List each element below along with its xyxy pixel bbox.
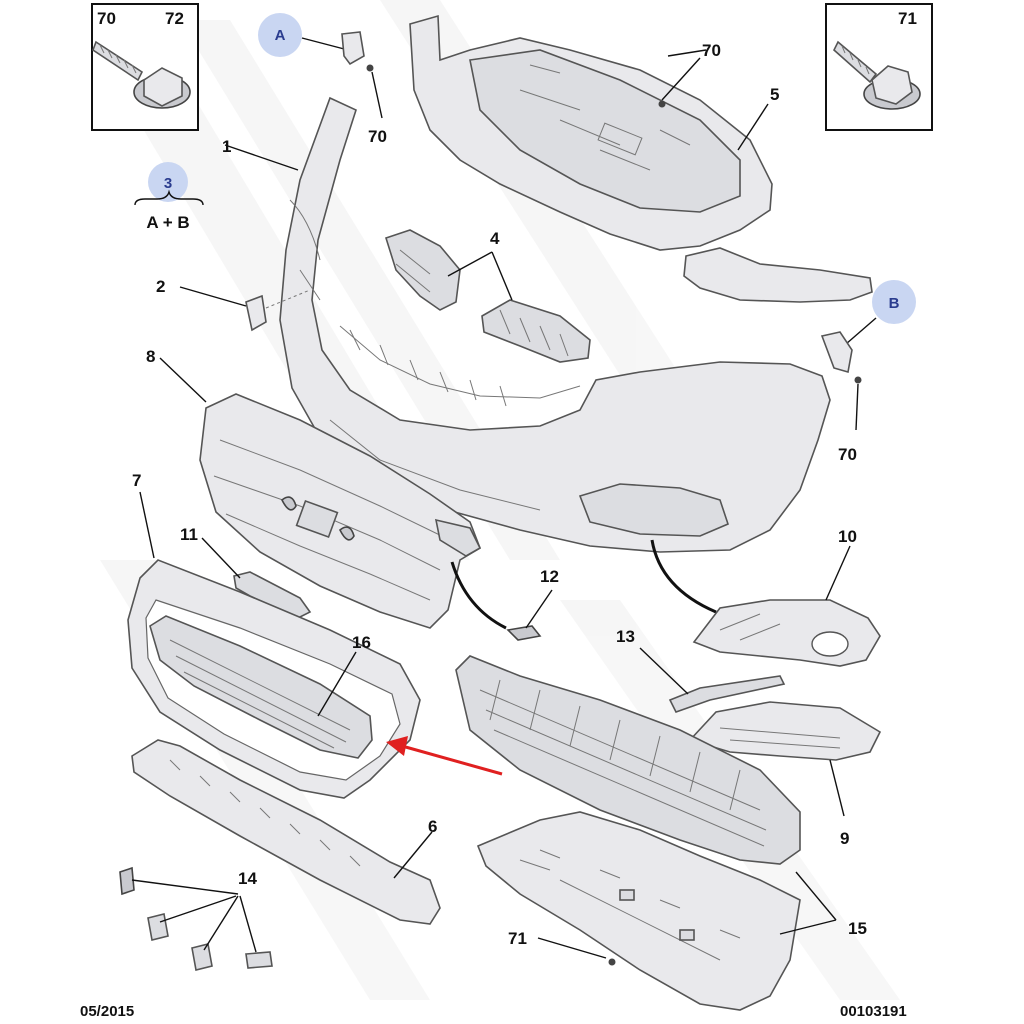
label-70-right: 70: [838, 445, 857, 464]
screw-70-a: [366, 64, 374, 72]
box-label-72: 72: [165, 9, 184, 28]
part-12-clip: [506, 625, 542, 641]
footer-date: 05/2015: [80, 1003, 134, 1020]
part-1-bumper-cover: [279, 96, 831, 553]
label-9: 9: [840, 829, 849, 848]
lower-grille-mesh: [455, 655, 801, 865]
part-15-undertray: [476, 811, 801, 1011]
screw-70-mid: [658, 100, 666, 108]
part-2-clip: [245, 294, 267, 332]
box-label-70: 70: [97, 9, 116, 28]
part-11-trim-strip: [233, 571, 312, 619]
label-10: 10: [838, 527, 857, 546]
label-13: 13: [616, 627, 635, 646]
fastener-box-70-72: 70 72: [91, 3, 199, 131]
label-6: 6: [428, 817, 437, 836]
label-2: 2: [156, 277, 165, 296]
box-label-71: 71: [898, 9, 917, 28]
part-9-lower-bezel: [688, 701, 882, 761]
fastener-box-71: 71: [825, 3, 933, 131]
label-12: 12: [540, 567, 559, 586]
screw-70-72-icon: [92, 40, 191, 109]
label-70-top-left: 70: [368, 127, 387, 146]
clip-a-icon: [341, 31, 365, 66]
svg-text:B: B: [889, 295, 900, 312]
label-3-formula: A + B: [146, 213, 189, 232]
part-4-brackets: [385, 229, 591, 363]
label-71-bottom: 71: [508, 929, 527, 948]
part-10-fog-bezel: [692, 599, 881, 667]
label-15: 15: [848, 919, 867, 938]
screw-70-right: [854, 376, 862, 384]
label-1: 1: [222, 137, 231, 156]
highlight-arrow: [386, 736, 503, 776]
label-7: 7: [132, 471, 141, 490]
label-16: 16: [352, 633, 371, 652]
bolt-71-icon: [833, 40, 921, 110]
part-16-grille-insert: [149, 615, 373, 759]
part-8-grille: [199, 393, 482, 629]
label-8: 8: [146, 347, 155, 366]
label-70-top-mid: 70: [702, 41, 721, 60]
svg-text:A: A: [275, 27, 286, 44]
label-11: 11: [180, 525, 198, 544]
label-5: 5: [770, 85, 779, 104]
svg-text:3: 3: [164, 175, 172, 192]
callout-3: 3 A + B: [134, 162, 204, 232]
part-5-upper-support: [409, 14, 873, 303]
part-6-lower-spoiler: [131, 739, 441, 925]
callout-b: B: [872, 280, 916, 324]
footer-code: 00103191: [840, 1003, 907, 1020]
part-13-chrome-strip: [668, 675, 786, 713]
screw-71-bottom: [608, 958, 616, 966]
callout-a: A: [258, 13, 302, 57]
clip-b-icon: [820, 331, 853, 374]
label-4: 4: [490, 229, 500, 248]
part-14-clips: [119, 866, 273, 971]
label-14: 14: [238, 869, 257, 888]
